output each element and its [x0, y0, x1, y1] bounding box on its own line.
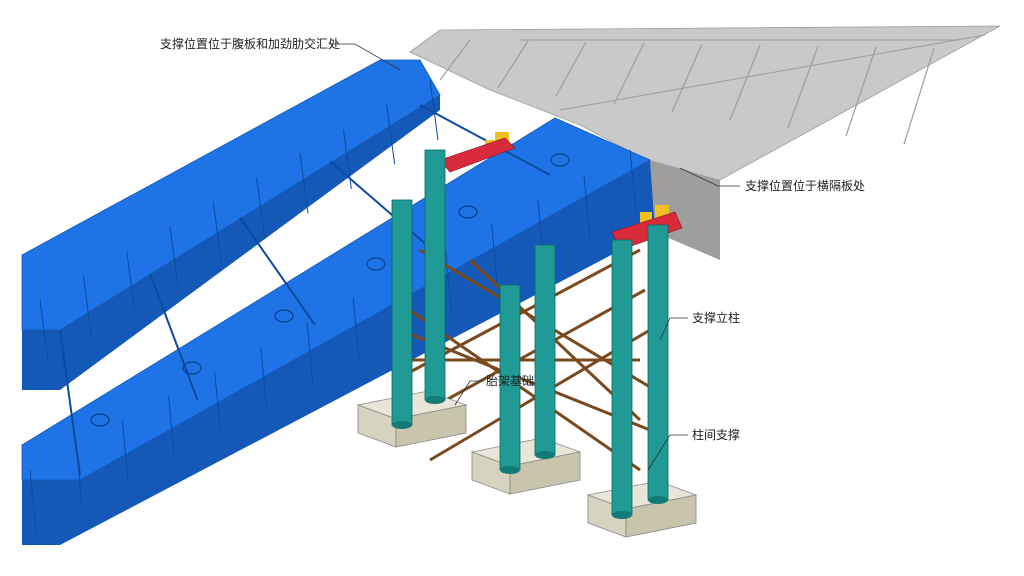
access-hole: [366, 257, 386, 271]
access-hole: [182, 361, 202, 375]
blue-stiffener: [39, 299, 49, 361]
blue-cross-beam: [239, 216, 316, 326]
support-column: [424, 149, 446, 401]
grey-rib: [439, 39, 471, 81]
grey-rib: [729, 44, 761, 121]
support-column-base: [392, 421, 412, 429]
leader-inter-column-bracing: [647, 434, 688, 471]
blue-girder-left-side: [22, 95, 440, 390]
label-diaphragm-support: 支撑位置位于横隔板处: [745, 178, 865, 193]
label-support-column: 支撑立柱: [692, 310, 740, 325]
leader-lines: [330, 43, 740, 471]
foundation-side: [395, 404, 467, 448]
leader-web-stiffener: [330, 43, 401, 71]
label-inter-column-bracing: 柱间支撑: [692, 427, 740, 442]
blue-girder-right-side: [22, 160, 655, 545]
grey-rib: [671, 43, 703, 113]
grey-rib: [613, 42, 645, 105]
access-hole: [274, 309, 294, 323]
blue-stiffener: [583, 174, 591, 237]
support-column: [611, 239, 633, 516]
blue-stiffener: [214, 371, 222, 434]
blue-stiffener: [491, 223, 499, 286]
blue-stiffener: [126, 251, 136, 312]
blue-stiffener: [629, 149, 637, 213]
blue-stiffener: [299, 153, 309, 214]
blue-stiffener: [260, 346, 268, 409]
grey-rib: [903, 47, 935, 145]
label-foundation: 胎架基础: [486, 374, 534, 388]
blue-stiffener: [29, 469, 37, 533]
blue-stiffener: [256, 177, 266, 238]
inter-column-brace: [409, 288, 646, 422]
grey-rib: [559, 34, 986, 111]
blue-stiffener: [386, 104, 396, 165]
blue-girder-right: [21, 117, 655, 545]
blue-stiffener: [121, 420, 129, 483]
foundation-side: [625, 494, 697, 538]
red-cap-beam: [439, 137, 516, 173]
blue-stiffener: [429, 79, 439, 141]
support-column-base: [612, 511, 632, 519]
support-column-base: [425, 396, 445, 404]
leader-diaphragm: [679, 167, 740, 187]
blue-cross-beam: [329, 160, 434, 251]
support-column: [391, 199, 413, 426]
grey-rib: [845, 46, 877, 137]
blue-stiffener: [352, 297, 360, 360]
blue-cross-beam: [149, 273, 199, 401]
support-column-base: [500, 466, 520, 474]
blue-stiffener: [167, 396, 175, 459]
blue-stiffener: [82, 275, 92, 336]
blue-cross-beam: [59, 329, 81, 476]
support-column-group: [391, 149, 669, 519]
leader-foundation: [454, 380, 484, 406]
blue-stiffener: [306, 322, 314, 385]
grey-girder-ribs: [439, 34, 986, 145]
label-web-stiffener-support: 支撑位置位于腹板和加劲肋交汇处: [160, 36, 340, 51]
blue-stiffener: [169, 226, 179, 287]
access-hole: [550, 153, 570, 167]
access-hole: [90, 413, 110, 427]
blue-stiffener: [212, 202, 222, 263]
support-column: [534, 244, 556, 456]
grey-rib: [555, 41, 587, 97]
blue-girder-left: [21, 59, 441, 390]
support-column-base: [535, 451, 555, 459]
bearing-group-back: [439, 132, 516, 173]
blue-stiffener: [444, 248, 452, 311]
grey-rib: [787, 45, 819, 129]
support-column: [647, 224, 669, 501]
foundation-side: [509, 451, 581, 495]
grey-rib: [497, 40, 529, 89]
support-column-base: [648, 496, 668, 504]
access-hole: [458, 205, 478, 219]
leader-support-column: [659, 317, 688, 341]
